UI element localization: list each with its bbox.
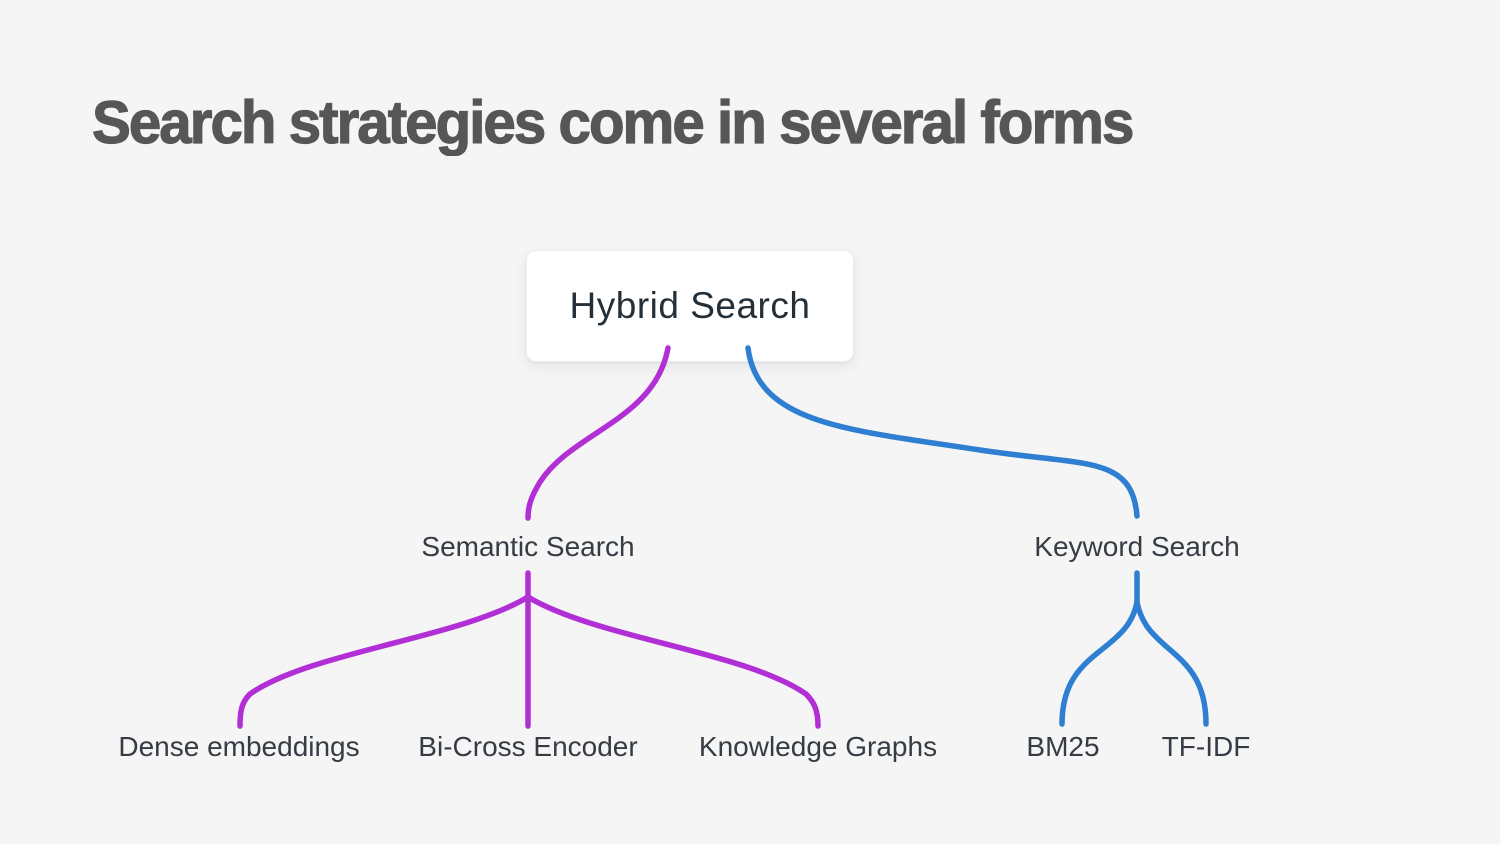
node-keyword-search: Keyword Search <box>1034 531 1240 562</box>
node-dense-embeddings: Dense embeddings <box>118 731 360 762</box>
slide-title: Search strategies come in several forms <box>91 88 1135 156</box>
edge-root-to-semantic-search <box>525 345 671 521</box>
node-bi-cross-encoder: Bi-Cross Encoder <box>418 731 638 762</box>
edge-semantic-to-knowledge-graphs <box>525 594 821 729</box>
root-node-label: Hybrid Search <box>569 285 811 326</box>
root-node-hybrid-search: Hybrid Search <box>526 250 854 362</box>
node-knowledge-graphs: Knowledge Graphs <box>698 731 938 762</box>
node-tf-idf: TF-IDF <box>1161 731 1251 762</box>
edge-keyword-to-tf-idf <box>1134 599 1209 727</box>
edge-root-to-keyword-search <box>745 345 1140 519</box>
edge-keyword-to-bm25 <box>1059 599 1140 727</box>
node-bm25: BM25 <box>1026 731 1100 762</box>
edge-semantic-to-dense-embeddings <box>237 594 531 729</box>
node-semantic-search: Semantic Search <box>421 531 635 562</box>
